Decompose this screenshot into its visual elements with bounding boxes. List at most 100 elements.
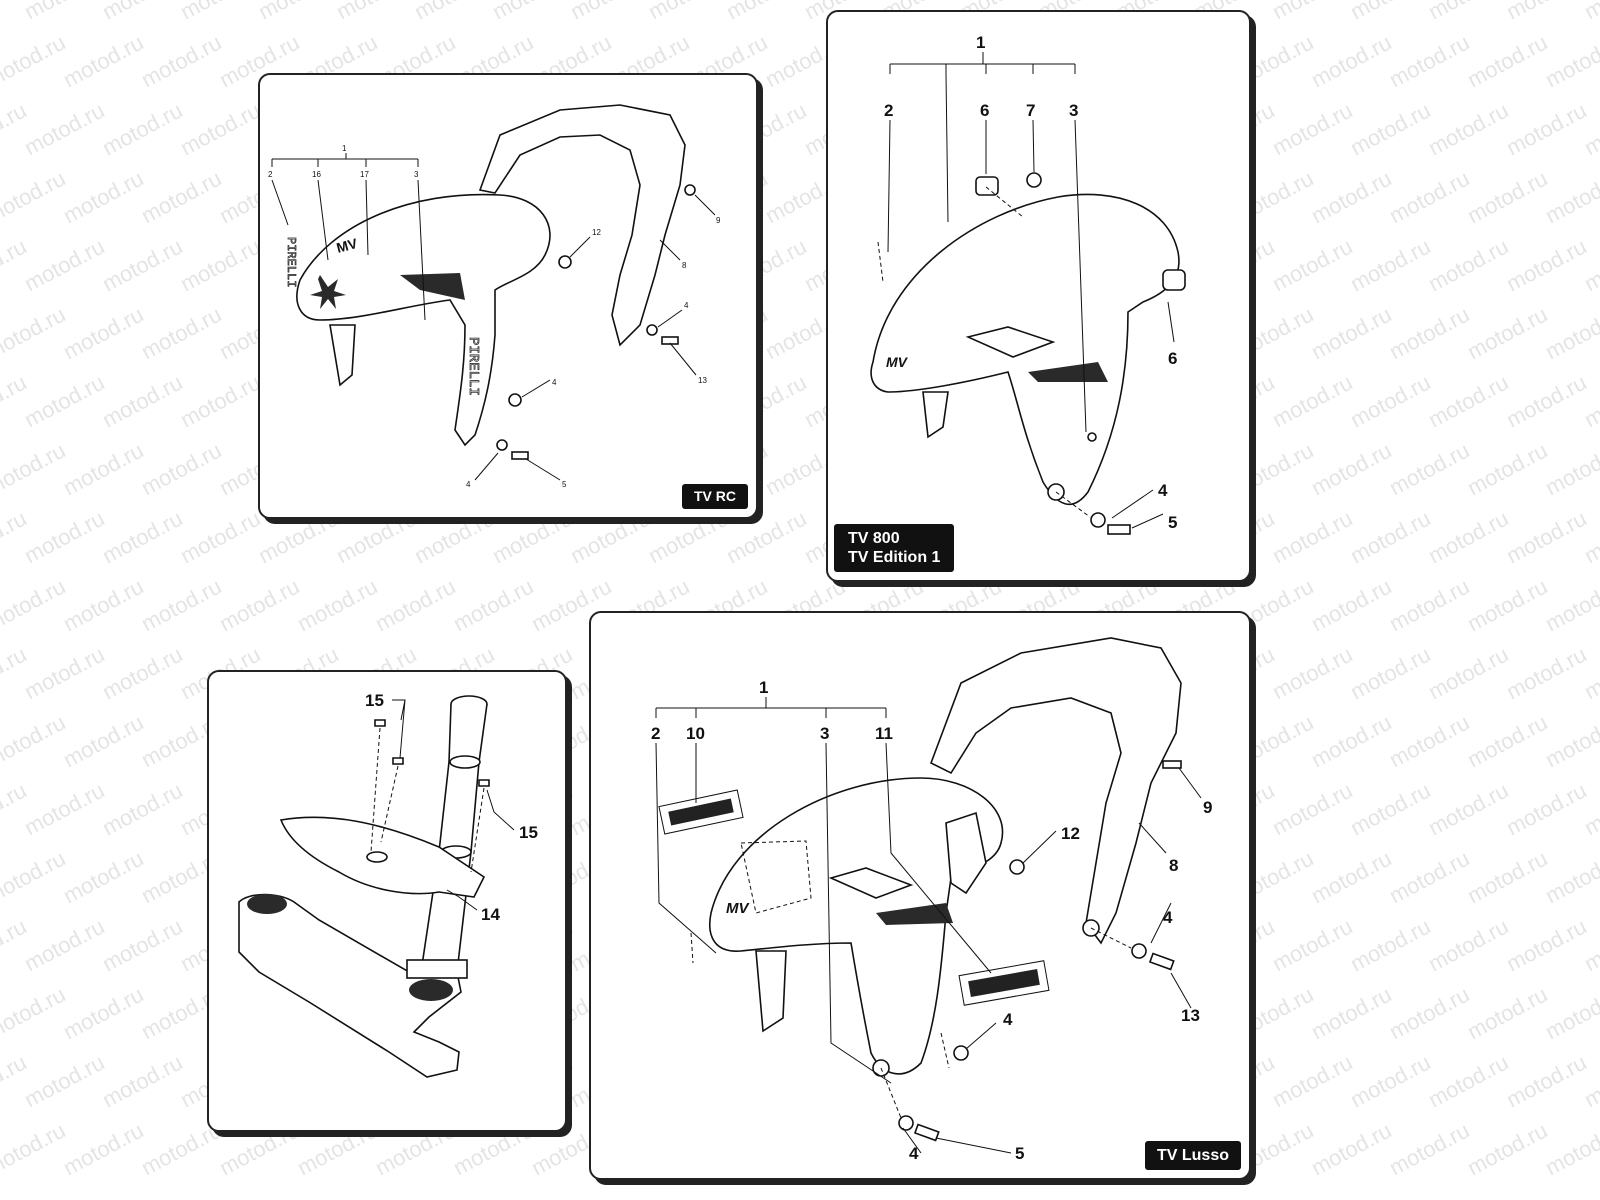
watermark-text: motod.ru <box>1385 1118 1473 1181</box>
watermark-text: motod.ru <box>20 370 108 433</box>
callout-4-mid: 4 <box>1003 1010 1013 1029</box>
callout-13: 13 <box>1181 1006 1200 1025</box>
callout-12: 12 <box>1061 824 1080 843</box>
watermark-text: motod.ru <box>1424 642 1512 705</box>
watermark-text: motod.ru <box>59 574 147 637</box>
watermark-text: motod.ru <box>98 506 186 569</box>
watermark-text: motod.ru <box>1502 0 1590 24</box>
decal-2-marker <box>877 241 884 283</box>
watermark-text: motod.ru <box>1346 642 1434 705</box>
callout-4-upper: 4 <box>684 301 689 310</box>
watermark-text: motod.ru <box>0 1118 69 1181</box>
screw-9 <box>684 184 696 196</box>
callout-2: 2 <box>268 170 273 179</box>
washer-4-lower <box>898 1115 914 1131</box>
rear-hugger-bracket <box>478 104 686 347</box>
watermark-text: motod.ru <box>176 234 264 297</box>
watermark-text: motod.ru <box>1463 30 1551 93</box>
watermark-text: motod.ru <box>1541 30 1600 93</box>
watermark-text: motod.ru <box>1268 234 1356 297</box>
watermark-text: motod.ru <box>449 574 537 637</box>
hole-3 <box>1087 432 1097 442</box>
fender-vent-lower <box>876 903 953 925</box>
watermark-text: motod.ru <box>1463 1118 1551 1181</box>
watermark-text: motod.ru <box>1502 642 1590 705</box>
watermark-text: motod.ru <box>0 778 30 841</box>
watermark-text: motod.ru <box>1307 574 1395 637</box>
watermark-text: motod.ru <box>20 98 108 161</box>
callout-3: 3 <box>820 724 829 743</box>
pirelli-decal-fork: PIRELLI <box>465 337 481 396</box>
callout-7: 7 <box>1026 101 1035 120</box>
watermark-text: motod.ru <box>137 302 225 365</box>
screw-5 <box>1107 524 1131 535</box>
washer-4-lower <box>496 439 508 451</box>
watermark-text: motod.ru <box>0 0 30 24</box>
callout-2: 2 <box>651 724 660 743</box>
watermark-text: motod.ru <box>1502 506 1590 569</box>
watermark-text: motod.ru <box>59 982 147 1045</box>
front-fender-body <box>709 777 1004 1075</box>
callout-1: 1 <box>759 678 768 697</box>
callout-5: 5 <box>1168 513 1177 532</box>
watermark-text: motod.ru <box>98 642 186 705</box>
watermark-text: motod.ru <box>1580 1050 1600 1113</box>
screw-12 <box>558 255 572 269</box>
callout-2: 2 <box>884 101 893 120</box>
watermark-text: motod.ru <box>0 1050 30 1113</box>
watermark-text: motod.ru <box>371 574 459 637</box>
watermark-text: motod.ru <box>20 914 108 977</box>
watermark-text: motod.ru <box>1541 438 1600 501</box>
screw-12 <box>1009 859 1025 875</box>
watermark-text: motod.ru <box>1541 710 1600 773</box>
watermark-text: motod.ru <box>1268 1050 1356 1113</box>
watermark-text: motod.ru <box>1385 166 1473 229</box>
watermark-text: motod.ru <box>1346 914 1434 977</box>
watermark-text: motod.ru <box>1385 574 1473 637</box>
screw-5 <box>511 451 529 460</box>
watermark-text: motod.ru <box>1424 370 1512 433</box>
callout-4-lower: 4 <box>466 480 471 489</box>
panel-tv-rc: PIRELLI PIRELLI MV 1 2 16 17 3 12 9 8 4 … <box>258 73 758 519</box>
model-badge-tv-rc: TV RC <box>682 484 748 509</box>
panel-steering-head: 15 15 14 <box>207 670 567 1132</box>
watermark-text: motod.ru <box>644 0 732 24</box>
watermark-text: motod.ru <box>98 0 186 24</box>
watermark-text: motod.ru <box>1385 710 1473 773</box>
fender-under-blade <box>329 324 356 387</box>
fender-under-blade <box>755 950 787 1033</box>
watermark-text: motod.ru <box>1541 574 1600 637</box>
washer-4-mid <box>953 1045 969 1061</box>
badge-line-edition1: TV Edition 1 <box>848 548 941 566</box>
watermark-text: motod.ru <box>0 98 30 161</box>
watermark-text: motod.ru <box>1541 1118 1600 1181</box>
nut-7 <box>1026 172 1042 188</box>
watermark-text: motod.ru <box>0 234 30 297</box>
watermark-text: motod.ru <box>1424 98 1512 161</box>
fender-vent-upper <box>828 867 914 899</box>
callout-6-right: 6 <box>1168 349 1177 368</box>
watermark-text: motod.ru <box>1424 234 1512 297</box>
watermark-text: motod.ru <box>1580 642 1600 705</box>
watermark-text: motod.ru <box>1346 234 1434 297</box>
watermark-text: motod.ru <box>1463 574 1551 637</box>
clip-6-upper <box>975 176 999 196</box>
watermark-text: motod.ru <box>0 642 30 705</box>
panel-tv-lusso: MV 1 2 10 3 11 12 9 8 <box>589 611 1251 1180</box>
callout-12: 12 <box>592 228 601 237</box>
watermark-text: motod.ru <box>1502 98 1590 161</box>
washer-4 <box>1090 512 1106 528</box>
watermark-text: motod.ru <box>0 846 69 909</box>
watermark-text: motod.ru <box>1541 846 1600 909</box>
callout-4-mid: 4 <box>552 378 557 387</box>
watermark-text: motod.ru <box>0 914 30 977</box>
watermark-text: motod.ru <box>59 166 147 229</box>
watermark-text: motod.ru <box>1463 982 1551 1045</box>
callout-5: 5 <box>562 480 567 489</box>
watermark-text: motod.ru <box>1307 846 1395 909</box>
washer-4-upper <box>646 324 658 336</box>
callout-4: 4 <box>1158 481 1168 500</box>
watermark-text: motod.ru <box>1268 506 1356 569</box>
clamp-bore-right <box>409 979 453 1001</box>
watermark-text: motod.ru <box>98 1050 186 1113</box>
